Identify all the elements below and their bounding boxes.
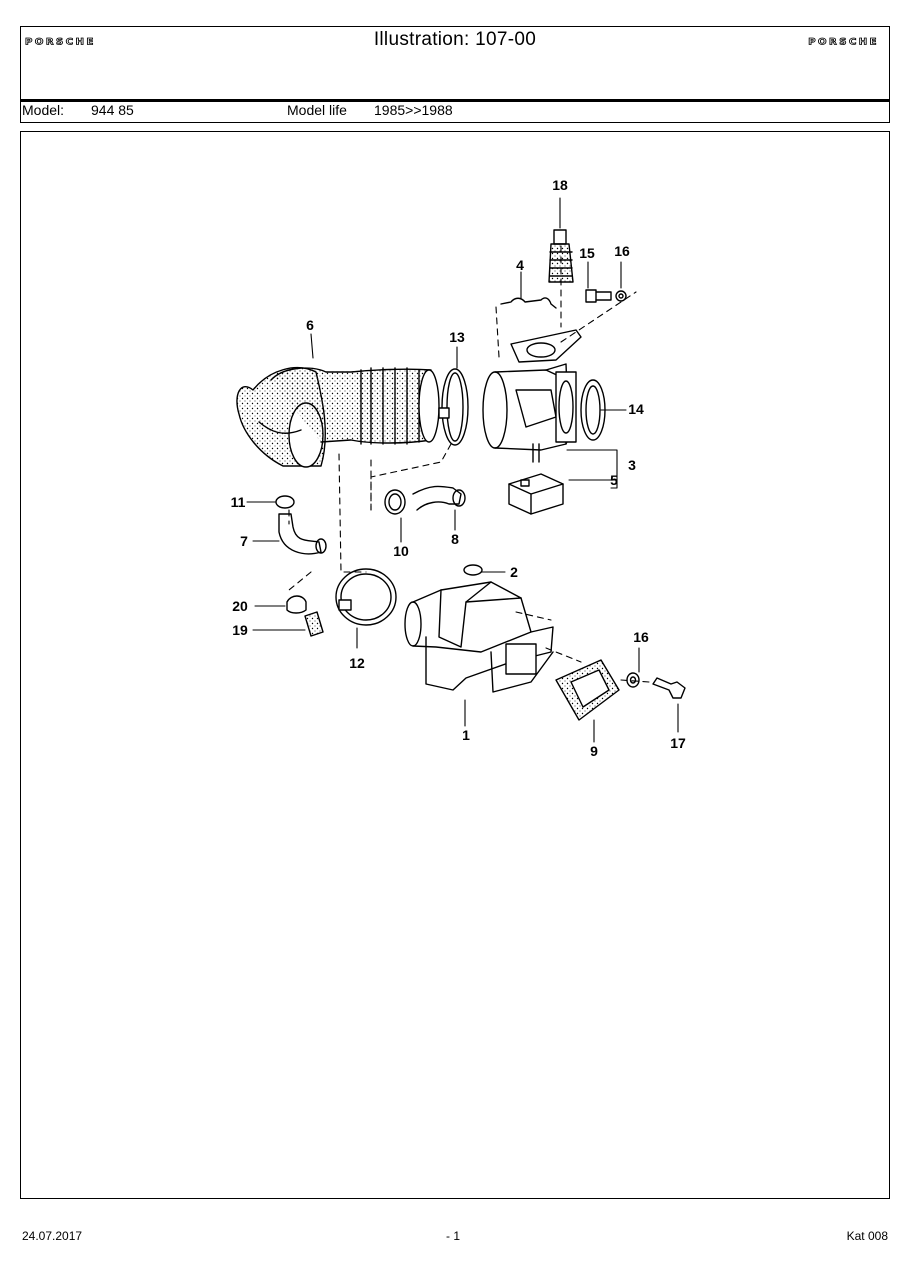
- callout-12: 12: [349, 655, 365, 671]
- callout-5: 5: [610, 472, 618, 488]
- footer-page-number: - 1: [446, 1229, 461, 1243]
- callout-11: 11: [231, 494, 246, 510]
- hose-7-11-part: [275, 495, 327, 555]
- sensor-5-part: [508, 473, 564, 515]
- porsche-logo-left: PORSCHE: [25, 37, 96, 48]
- callout-16-bottom: 16: [633, 629, 649, 645]
- air-duct-elbow-part: [236, 367, 440, 468]
- model-value: 944 85: [91, 102, 134, 118]
- callout-9: 9: [590, 743, 598, 759]
- callout-6: 6: [306, 317, 314, 333]
- parts-diagram: 18 15 16 4 6 13 14 3 5 11 7 10 8 2 20 19…: [231, 177, 686, 759]
- callout-10: 10: [393, 543, 409, 559]
- diagram-frame: 18 15 16 4 6 13 14 3 5 11 7 10 8 2 20 19…: [20, 131, 890, 1199]
- callout-3: 3: [628, 457, 636, 473]
- callout-14: 14: [628, 401, 644, 417]
- callout-19: 19: [232, 622, 248, 638]
- model-label: Model:: [22, 102, 65, 118]
- footer-catalog: Kat 008: [846, 1229, 888, 1243]
- throttle-body-part: [482, 329, 582, 463]
- header-divider: [20, 99, 890, 102]
- callout-16-top: 16: [614, 243, 630, 259]
- clamp-filter-19-20-part: [286, 595, 324, 637]
- model-life-value: 1985>>1988: [374, 102, 453, 118]
- hose-8-10-part: [384, 485, 466, 515]
- callout-8: 8: [451, 531, 459, 547]
- screw-washer-15-16-part: [585, 289, 627, 303]
- callout-18: 18: [552, 177, 568, 193]
- footer-date: 24.07.2017: [22, 1229, 83, 1243]
- assembly-dashed-lines: [288, 245, 650, 683]
- header: PORSCHE Illustration: 107-00 PORSCHE: [20, 26, 890, 101]
- callout-1: 1: [462, 727, 470, 743]
- callout-20: 20: [232, 598, 248, 614]
- hose-clamp-13-part: [438, 368, 469, 446]
- callout-13: 13: [449, 329, 465, 345]
- model-bar: Model: 944 85 Model life 1985>>1988: [20, 101, 890, 123]
- washer-bolt-16-17-part: [626, 672, 686, 699]
- porsche-logo-right: PORSCHE: [808, 37, 879, 48]
- callout-15: 15: [579, 245, 595, 261]
- callout-leaders: [246, 197, 679, 743]
- gasket-9-part: [555, 659, 620, 721]
- callout-17: 17: [670, 735, 686, 751]
- model-life-label: Model life: [287, 102, 347, 118]
- callout-7: 7: [240, 533, 248, 549]
- large-clamp-12-part: [335, 568, 397, 626]
- cap-2-part: [463, 564, 483, 576]
- page-title: Illustration: 107-00: [373, 29, 537, 50]
- callout-2: 2: [510, 564, 518, 580]
- callout-4: 4: [516, 257, 524, 273]
- air-flow-meter-1-part: [404, 581, 554, 693]
- callout-labels: 18 15 16 4 6 13 14 3 5 11 7 10 8 2 20 19…: [231, 177, 686, 759]
- spring-4-part: [500, 297, 557, 309]
